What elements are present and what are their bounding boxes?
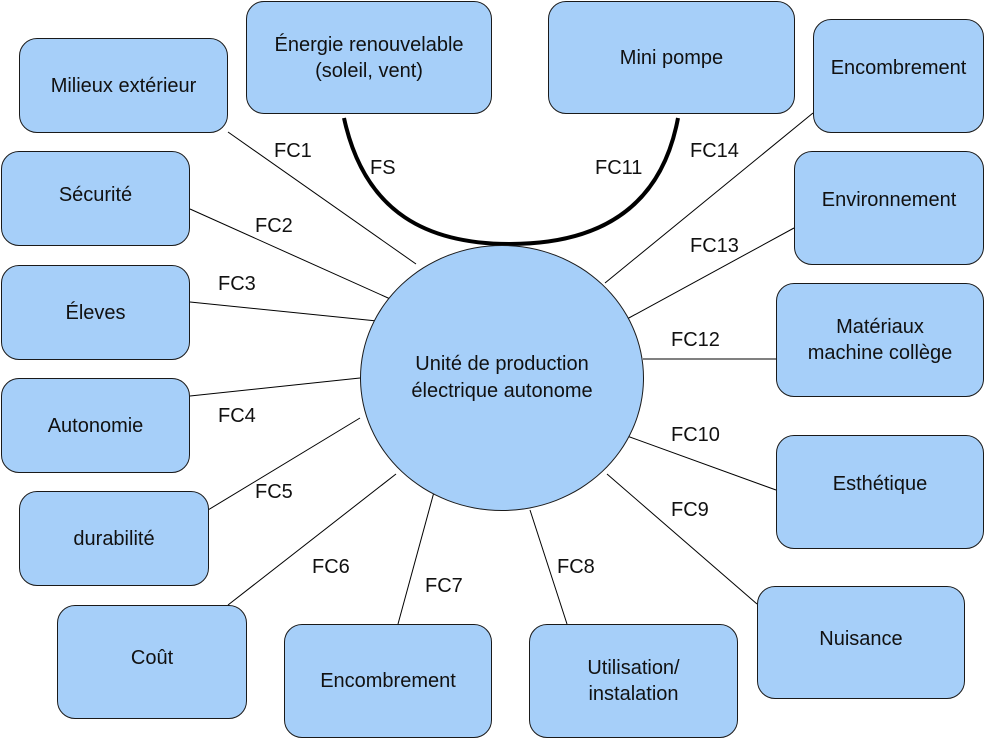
node-mini-pompe: Mini pompe — [548, 1, 795, 114]
label-fc3: FC3 — [218, 273, 256, 295]
label-fc14: FC14 — [690, 140, 739, 162]
node-encombrement-top: Encombrement — [813, 19, 984, 133]
fc7-line — [397, 491, 435, 625]
fc6-line — [227, 473, 397, 606]
label-fc9: FC9 — [671, 499, 709, 521]
fc1-line — [227, 131, 417, 265]
label-fc1: FC1 — [274, 140, 312, 162]
fc3-line — [189, 301, 378, 322]
node-environnement: Environnement — [794, 151, 984, 265]
fc13-line — [626, 227, 795, 320]
fc9-line — [606, 473, 758, 605]
central-product: Unité de production électrique autonome — [360, 245, 644, 511]
fc14-line — [604, 112, 814, 284]
label-fc5: FC5 — [255, 481, 293, 503]
label-fc13: FC13 — [690, 235, 739, 257]
node-esthetique: Esthétique — [776, 435, 984, 549]
fc2-line — [189, 208, 398, 303]
node-energie-renouvelable: Énergie renouvelable (soleil, vent) — [246, 1, 492, 114]
label-fc6: FC6 — [312, 556, 350, 578]
node-autonomie: Autonomie — [1, 378, 190, 473]
label-fc4: FC4 — [218, 405, 256, 427]
node-encombrement-bottom: Encombrement — [284, 624, 492, 738]
node-securite: Sécurité — [1, 151, 190, 246]
label-fc2: FC2 — [255, 215, 293, 237]
node-utilisation-installation: Utilisation/ instalation — [529, 624, 738, 738]
node-durabilite: durabilité — [19, 491, 209, 586]
fs-fc11-arc — [342, 117, 680, 247]
fc8-line — [529, 509, 568, 625]
fc4-line — [189, 377, 361, 397]
node-materiaux: Matériaux machine collège — [776, 283, 984, 397]
node-eleves: Éleves — [1, 265, 190, 360]
fc5-line — [207, 417, 361, 511]
node-nuisance: Nuisance — [757, 586, 965, 699]
label-fc8: FC8 — [557, 556, 595, 578]
label-fc12: FC12 — [671, 329, 720, 351]
label-fc11: FC11 — [595, 157, 643, 179]
fc10-line — [626, 435, 777, 491]
node-milieux-exterieur: Milieux extérieur — [19, 38, 228, 133]
node-cout: Coût — [57, 605, 247, 719]
label-fc10: FC10 — [671, 424, 720, 446]
label-fc7: FC7 — [425, 575, 463, 597]
label-fs: FS — [370, 157, 396, 179]
